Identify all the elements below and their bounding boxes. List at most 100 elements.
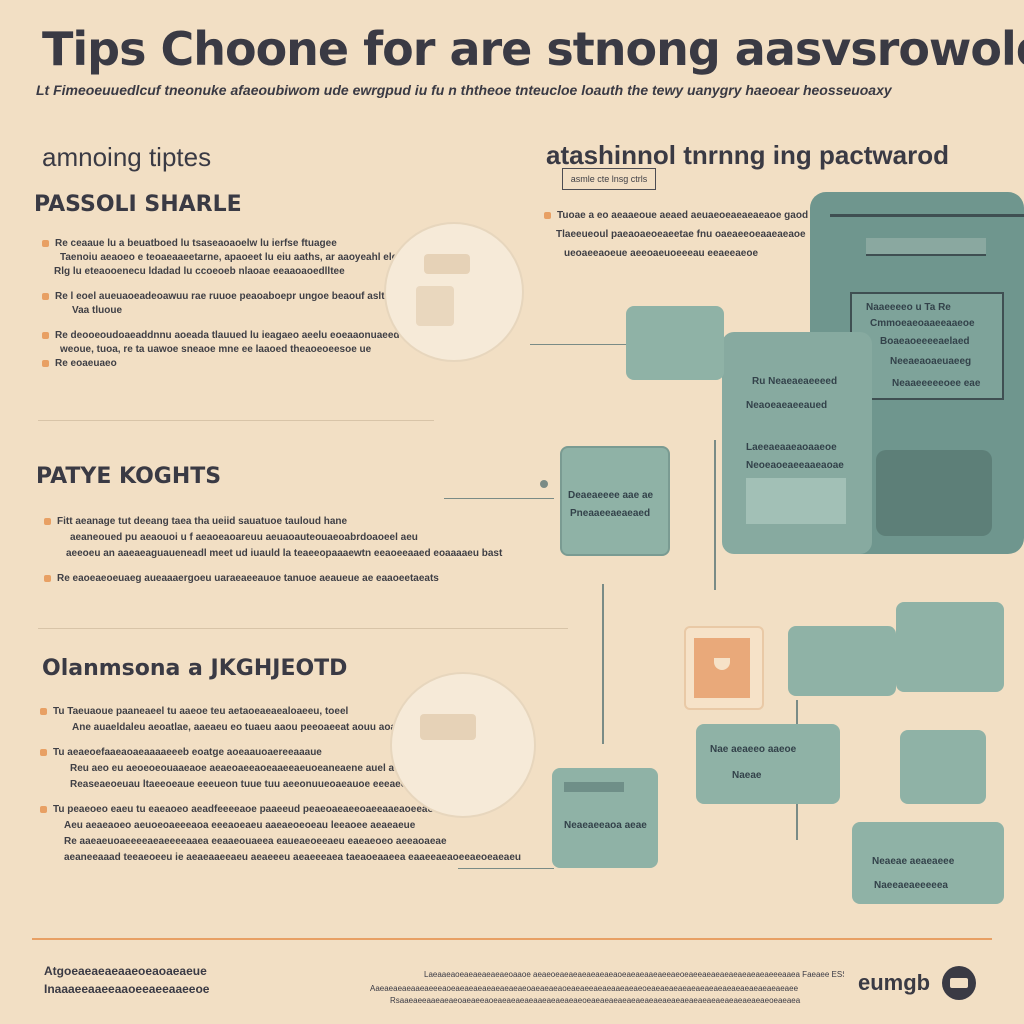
bottom-card-line: Neaeaeeaoa aeae (564, 820, 647, 831)
bullet-icon (40, 748, 47, 756)
bullet-line: Tu peaeoeo eaeu tu eaeaoeo aeadfeeeeaoe … (40, 804, 439, 815)
small-card-line: Naeae (732, 770, 762, 781)
section-3-bullets: Tu Taeuaoue paaneaeel tu aaeoe teu aetao… (40, 706, 522, 863)
bullet-line: Re eaoeaeoeuaeg aueaaaergoeu uaraeaeeauo… (44, 573, 439, 584)
right-heading: atashinnol tnrnng ing pactwarod (546, 140, 949, 170)
bullet-line: Re l eoel aueuaoeadeoawuu rae ruuoe peao… (42, 291, 385, 302)
bullet-line: ueoaeeaoeue aeeoaeuoeeeau eeaeeaeoe (564, 248, 759, 259)
connector-dot (540, 480, 548, 488)
connector-line (444, 498, 554, 499)
bullet-line: Tuoae a eo aeaaeoue aeaed aeuaeoeaeaeaea… (544, 210, 808, 221)
brand-name: eumgb (858, 970, 931, 995)
connector-line (714, 440, 716, 590)
section-1-bullets: Re ceaaue lu a beuatboed lu tsaseaoaoelw… (42, 238, 406, 372)
monitor-panel: Naaeeeeo u Ta Re Cmmoeaeoaaeeaaeoe Boaea… (850, 292, 1004, 400)
floating-card (900, 730, 986, 804)
bullet-icon (42, 292, 49, 300)
bottom-card: Neaeaeeaoa aeae (552, 768, 658, 868)
br-card-line: Naeeaeaeeeeea (874, 880, 948, 891)
bullet-line: aeaneoued pu aeaouoi u f aeaoeaoareuu ae… (70, 532, 418, 543)
bullet-line: Reaseaeoeuau ltaeeoeaue eeeueon tuue tuu… (70, 779, 424, 790)
tablet-line: Neaoeaeaeeaued (746, 400, 828, 411)
small-card-line: Nae aeaeeo aaeoe (710, 744, 797, 755)
bullet-line: Re ceaaue lu a beuatboed lu tsaseaoaoelw… (42, 238, 382, 249)
connector-line (530, 344, 626, 345)
monitor-bar (830, 214, 1024, 217)
bullet-line: Vaa tluoue (72, 305, 123, 316)
bullet-line: aeeoeu an aaeaeaguaueneadl meet ud iuaul… (66, 548, 503, 559)
bullet-line: Rlg lu eteaooenecu ldadad lu ccoeoeb nla… (54, 266, 345, 277)
left-heading: amnoing tiptes (42, 142, 212, 172)
tablet-line: Ru Neaeaeaeeeed (752, 376, 838, 387)
lock-icon (694, 638, 750, 698)
illustration-shape (420, 714, 476, 740)
monitor-title: Naaeeeeo u Ta Re (866, 302, 951, 313)
center-card-line: Pneaaeeaeaeaed (570, 508, 651, 519)
br-card: Neaeae aeaeaeee Naeeaeaeeeeea (852, 822, 1004, 904)
brand-logo-icon (942, 966, 976, 1000)
bullet-line: Aeu aeaeaoeo aeuoeoaeeeaoa eeeaoeaeu aae… (64, 820, 416, 831)
bullet-icon (40, 805, 47, 813)
footer-line: Atgoeaeaeaeaaeoeaoaeaeue (44, 964, 207, 978)
bullet-icon (42, 239, 49, 247)
monitor-item: Neeaeaoaeuaeeg (890, 356, 972, 367)
divider (38, 420, 434, 421)
bullet-icon (42, 359, 49, 367)
monitor-item: Boaeaoeeeeaelaed (880, 336, 970, 347)
right-bullets: Tuoae a eo aeaaeoue aeaed aeuaeoeaeaeaea… (544, 210, 808, 259)
bullet-line: Re aaeaeuoaeeeeaeaeeeeaaea eeaaeouaeea e… (64, 836, 447, 847)
connector-line (458, 868, 554, 869)
footer-divider (32, 938, 992, 940)
tablet-line: Neoeaoeaeeaaeaoae (746, 460, 844, 471)
tablet-block (746, 478, 846, 524)
footer-line: Inaaaeeaaeeaaoeeaeeaaeeoe (44, 982, 210, 996)
brand-logo-mark (950, 978, 968, 988)
bullet-line: Re eoaeuaeo (42, 358, 382, 369)
bullet-line: Re deooeoudoaeaddnnu aoeada tlauued lu i… (42, 330, 400, 341)
bullet-line: weoue, tuoa, re ta uawoe sneaoe mne ee l… (60, 344, 372, 355)
bullet-line: Fitt aeanage tut deeang taea tha ueiid s… (44, 516, 424, 527)
section-heading-1: PASSOLI SHARLE (34, 192, 242, 217)
lock-card (684, 626, 764, 710)
bullet-line: Ane auaeldaleu aeoatlae, aaeaeu eo tuaeu… (72, 722, 423, 733)
illustration-circle-bottom (390, 672, 536, 818)
page-subtitle: Lt Fimeoeuuedlcuf tneonuke afaeoubiwom u… (36, 82, 892, 98)
footer-fine-print: Rsaaeaeeaaeaeaeoaeaeeaoeaeaeaeaeaaeaeaea… (390, 996, 801, 1005)
footer-fine-print: Laeaaeaoeaeaeaeaeaeoaaoe aeaeoeaeaeaeaea… (424, 970, 844, 979)
connector-line (602, 584, 604, 744)
section-heading-2: PATYE KOGHTS (36, 464, 222, 489)
bullet-line: Tlaeeueoul paeaoaeoeaeetae fnu oaeaeeoea… (556, 229, 806, 240)
page-title: Tips Choone for are stnong aasvsrowold (42, 22, 1024, 76)
bullet-icon (42, 331, 49, 339)
illustration-circle-top (384, 222, 524, 362)
illustration-shape (416, 286, 454, 326)
monitor-footer: Neaaeeeeeoee eae (892, 378, 981, 389)
lock-keyhole (714, 658, 730, 670)
br-card-line: Neaeae aeaeaeee (872, 856, 955, 867)
tablet-line: Laeeaeaaeaoaaeoe (746, 442, 837, 453)
footer-fine-print: Aaeaeaeaeaaeaeeeaoeaeaeaeaeaeaeaeaeoaeae… (370, 984, 799, 993)
illustration-shape (424, 254, 470, 274)
bullet-line: Reu aeo eu aeoeoeouaaeaoe aeaeoaeeaoeaae… (70, 763, 435, 774)
monitor-subtitle: Cmmoeaeoaaeeaaeoe (870, 318, 975, 329)
floating-card (626, 306, 724, 380)
bullet-line: aeaneeaaad teeaeoeeu ie aeaeaaeeaeu aeae… (64, 852, 522, 863)
center-card: Deaeaeeee aae ae Pneaaeeaeaeaed (560, 446, 670, 556)
tag-box: asmle cte lnsg ctrls (562, 168, 656, 190)
divider (38, 628, 568, 629)
bullet-line: Tu aeaeoefaaeaoaeaaaaeeeb eoatge aoeaauo… (40, 747, 420, 758)
section-heading-3: Olanmsona a JKGHJEOTD (42, 656, 348, 681)
small-card: Nae aeaeeo aaeoe Naeae (696, 724, 840, 804)
monitor-inner-card (876, 450, 992, 536)
floating-card (896, 602, 1004, 692)
bottom-card-bar (564, 782, 624, 792)
bullet-icon (44, 517, 51, 525)
bullet-icon (544, 211, 551, 219)
section-2-bullets: Fitt aeanage tut deeang taea tha ueiid s… (44, 516, 503, 584)
bullet-line: Taenoiu aeaoeo e teoaeaaeetarne, apaoeet… (60, 252, 406, 263)
bullet-line: Tu Taeuaoue paaneaeel tu aaeoe teu aetao… (40, 706, 420, 717)
bullet-icon (44, 574, 51, 582)
monitor-input (866, 238, 986, 256)
center-card-line: Deaeaeeee aae ae (568, 490, 654, 501)
bullet-icon (40, 707, 47, 715)
